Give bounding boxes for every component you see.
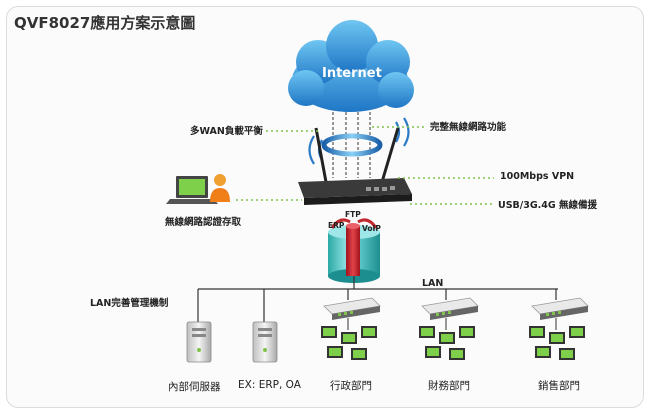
protocol-cylinder-icon — [328, 218, 380, 283]
feature-connectors — [236, 126, 494, 205]
multi-wan-label: 多WAN負載平衡 — [190, 126, 263, 137]
sales-department-label: 銷售部門 — [538, 380, 580, 392]
sales-department-icon — [529, 297, 589, 360]
internal-server-label: 內部伺服器 — [168, 381, 221, 393]
router-icon — [298, 127, 412, 205]
erp-server-label: EX: ERP, OA — [238, 379, 301, 391]
uplink-lines — [332, 112, 371, 178]
internal-server-icon — [186, 321, 212, 363]
ftp-label: FTP — [345, 210, 361, 219]
admin-department-icon — [321, 297, 381, 360]
diagram-title: QVF8027應用方案示意圖 — [14, 14, 196, 32]
lan-tree-lines — [197, 276, 558, 322]
wifi-waves-right-icon — [395, 117, 410, 147]
finance-department-icon — [419, 297, 479, 360]
finance-department-label: 財務部門 — [428, 380, 470, 392]
lan-management-label: LAN完善管理機制 — [90, 298, 169, 309]
internet-cloud-icon — [288, 20, 414, 112]
laptop-user-icon — [166, 174, 230, 204]
erp-server-icon — [252, 321, 278, 363]
internet-label: Internet — [322, 66, 382, 81]
auth-access-label: 無線網路認證存取 — [165, 217, 242, 228]
admin-department-label: 行政部門 — [330, 380, 372, 392]
erp-label: ERP — [328, 221, 345, 230]
link-ring-icon — [321, 133, 383, 157]
wireless-label: 完整無線網路功能 — [430, 122, 507, 133]
voip-label: VoIP — [362, 224, 381, 233]
backup-label: USB/3G.4G 無線備援 — [498, 200, 597, 211]
vpn-label: 100Mbps VPN — [500, 171, 575, 182]
lan-label: LAN — [422, 278, 444, 289]
